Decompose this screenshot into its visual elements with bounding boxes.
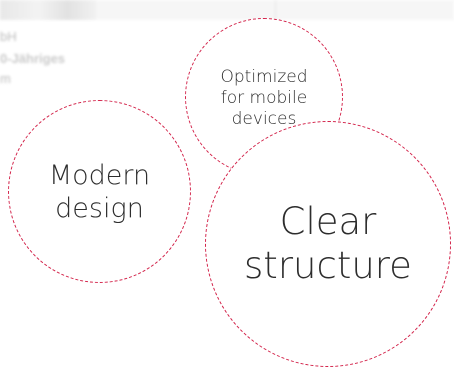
feature-label-mobile: Optimized for mobile devices [220,66,308,129]
background-bar [96,0,275,20]
feature-label-clear-structure: Clear structure [244,200,412,287]
background-divider [274,0,276,20]
background-text-line: 0-Jähriges [0,51,66,66]
background-header-strip [0,0,454,20]
feature-circle-modern-design: Modern design [8,100,191,283]
feature-label-modern-design: Modern design [48,159,151,224]
background-bar [275,0,454,20]
background-text-line: bH [0,29,17,44]
feature-circle-clear-structure: Clear structure [205,121,451,367]
background-thumbnail [0,0,96,20]
background-text-line: m [0,71,11,86]
